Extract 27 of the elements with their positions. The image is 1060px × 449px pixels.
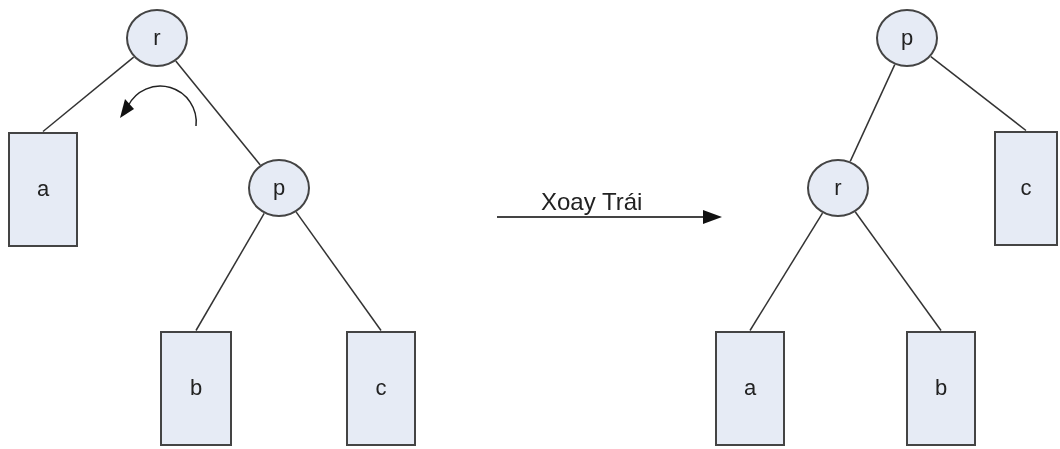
tree-edge bbox=[854, 211, 942, 332]
tree-node-circle bbox=[876, 9, 938, 67]
node-label: b bbox=[189, 377, 203, 399]
tree-edge bbox=[42, 56, 135, 133]
operation-label: Xoay Trái bbox=[541, 188, 643, 216]
node-label: a bbox=[743, 377, 757, 399]
tree-edge bbox=[175, 60, 261, 166]
tree-edge bbox=[295, 211, 382, 332]
node-label: a bbox=[36, 178, 50, 200]
tree-node-circle bbox=[126, 9, 188, 67]
node-label: r bbox=[153, 27, 161, 49]
tree-edge bbox=[930, 55, 1027, 132]
subtree-box bbox=[8, 131, 78, 247]
subtree-box bbox=[346, 330, 416, 446]
subtree-box bbox=[994, 130, 1058, 246]
subtree-box bbox=[715, 330, 785, 446]
node-label: r bbox=[834, 177, 842, 199]
node-label: c bbox=[375, 377, 387, 399]
node-label: p bbox=[272, 177, 286, 199]
node-label: p bbox=[900, 27, 914, 49]
subtree-box bbox=[906, 330, 976, 446]
subtree-box bbox=[160, 330, 232, 446]
tree-edge bbox=[195, 212, 265, 332]
tree-edge bbox=[749, 212, 824, 332]
node-label: b bbox=[934, 377, 948, 399]
node-label: c bbox=[1020, 177, 1032, 199]
tree-edge bbox=[849, 63, 896, 163]
